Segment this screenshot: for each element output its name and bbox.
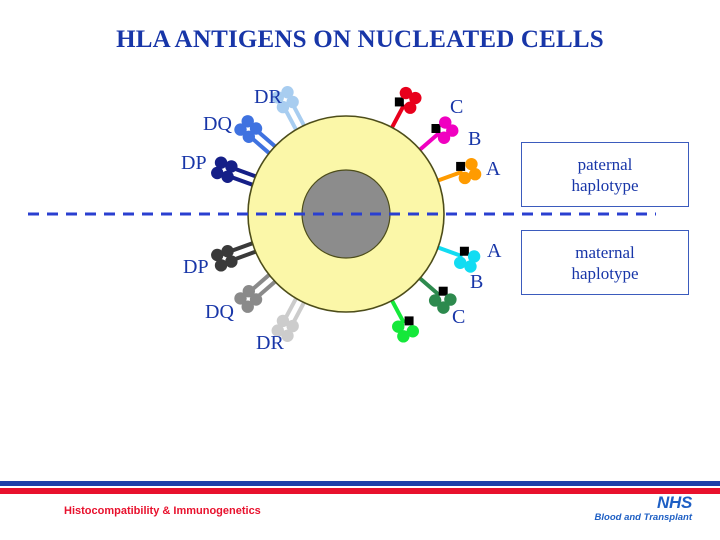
molecule-stem-maternal-class1-c (388, 296, 406, 325)
molecule-domain-maternal-class2-dq-2 (234, 292, 247, 305)
antigen-label-maternal-class1-b: B (470, 271, 484, 293)
hla-molecule-paternal-class2-dq (234, 115, 279, 157)
molecule-domain-paternal-class1-a-3 (465, 157, 478, 171)
legend-paternal-line1: paternal (577, 154, 633, 174)
hla-molecule-maternal-class1-b (416, 274, 457, 314)
antigen-label-maternal-class1-c: C (452, 306, 466, 328)
molecule-domain-paternal-class2-dq-2 (241, 115, 254, 128)
molecule-domain-paternal-class2-dq-3 (242, 130, 256, 143)
molecule-stem-paternal-class1-a (434, 169, 464, 184)
molecule-stem-maternal-class1-a (434, 244, 464, 259)
molecule-domain-paternal-class1-c-3 (399, 86, 413, 100)
hla-molecule-maternal-class1-a (434, 244, 481, 273)
hla-molecule-maternal-class2-dr (271, 294, 308, 342)
footer-bar-blue (0, 481, 720, 486)
hla-molecule-paternal-class2-dr (271, 86, 308, 134)
nhs-logo: NHS Blood and Transplant (594, 493, 693, 524)
molecule-domain-maternal-class1-c-1 (392, 320, 405, 333)
hla-molecule-paternal-class1-b (416, 116, 459, 154)
molecule-domain-paternal-class2-dp-3 (221, 170, 234, 183)
molecule-domain-maternal-class2-dp-2 (211, 248, 224, 262)
molecule-domain-maternal-class1-b-3 (444, 293, 457, 306)
footer-bar-red (0, 488, 720, 494)
antigen-label-maternal-class2-dr: DR (256, 332, 284, 354)
legend-maternal-haplotype: maternal haplotype (521, 230, 689, 295)
molecule-domain-maternal-class2-dr-4 (281, 329, 294, 342)
legend-paternal-line2: haplotype (571, 175, 639, 195)
molecule-domain-paternal-class1-a-1 (458, 171, 472, 185)
molecule-domain-maternal-class1-b-2 (437, 301, 450, 314)
molecule-domain-paternal-class1-c-1 (403, 101, 417, 114)
molecule-domain-maternal-class2-dr-3 (286, 319, 299, 333)
molecule-domain-paternal-class2-dp-4 (211, 166, 224, 180)
molecule-domain-maternal-class1-b-1 (428, 294, 442, 307)
legend-maternal-line1: maternal (575, 242, 635, 262)
molecule-domain-maternal-class1-a-3 (467, 250, 481, 263)
molecule-domain-maternal-class2-dp-1 (221, 245, 234, 258)
molecule-domain-paternal-class2-dq-4 (234, 123, 247, 136)
antigen-label-maternal-class2-dq: DQ (205, 301, 234, 323)
molecule-domain-paternal-class2-dq-1 (249, 122, 263, 135)
molecule-domain-paternal-class1-b-3 (439, 116, 452, 129)
molecule-domain-paternal-class1-b-2 (446, 124, 459, 137)
page-title: HLA ANTIGENS ON NUCLEATED CELLS (116, 26, 604, 53)
molecule-domain-maternal-class2-dp-4 (214, 259, 228, 272)
legend-maternal-line2: haplotype (571, 263, 639, 283)
molecule-domain-paternal-class1-b-1 (437, 131, 451, 144)
antigen-label-paternal-class1-c: C (450, 96, 464, 118)
molecule-stem-paternal-class1-b (416, 131, 441, 154)
hla-molecule-maternal-class2-dp (211, 240, 259, 272)
hla-molecule-paternal-class1-c (388, 86, 422, 132)
nhs-logo-subtitle: Blood and Transplant (594, 512, 692, 523)
molecule-domain-maternal-class2-dq-3 (249, 293, 263, 306)
hla-molecule-paternal-class2-dp (211, 156, 259, 188)
molecule-domain-maternal-class2-dq-4 (241, 300, 254, 313)
molecule-b2m-square-paternal-class1-c (394, 97, 404, 107)
molecule-stem-paternal-class1-c (388, 103, 406, 132)
molecule-domain-maternal-class2-dr-2 (271, 324, 284, 337)
molecule-domain-paternal-class2-dr-3 (276, 100, 290, 114)
nhs-logo-word: NHS (657, 493, 692, 512)
hla-molecule-maternal-class1-c (388, 296, 420, 343)
molecule-domain-paternal-class1-a-2 (468, 168, 482, 181)
molecule-domain-maternal-class2-dq-1 (242, 285, 256, 298)
molecule-domain-paternal-class2-dp-2 (214, 156, 228, 169)
hla-cell-diagram (28, 86, 656, 343)
molecule-b2m-square-maternal-class1-a (459, 246, 469, 256)
molecule-domain-maternal-class1-a-2 (464, 260, 477, 273)
molecule-domain-maternal-class1-c-3 (406, 325, 420, 338)
molecule-domain-paternal-class1-c-2 (409, 91, 422, 105)
molecule-domain-maternal-class2-dr-1 (276, 314, 290, 328)
molecule-domain-paternal-class2-dr-4 (271, 91, 284, 104)
antigen-label-maternal-class2-dp: DP (183, 256, 209, 278)
legend-paternal-haplotype: paternal haplotype (521, 142, 689, 207)
antigen-label-paternal-class1-b: B (468, 128, 482, 150)
molecule-domain-maternal-class1-a-1 (454, 256, 467, 269)
molecule-stem-maternal-class1-b (416, 274, 441, 297)
molecule-b2m-square-paternal-class1-a (456, 161, 466, 171)
footer-organisation: Histocompatibility & Immunogenetics (64, 505, 261, 517)
molecule-b2m-square-maternal-class1-b (438, 286, 448, 296)
molecule-layer (211, 86, 482, 343)
molecule-domain-maternal-class2-dp-3 (225, 255, 238, 268)
antigen-label-paternal-class2-dp: DP (181, 152, 207, 174)
hla-molecule-maternal-class2-dq (234, 271, 279, 313)
molecule-b2m-square-paternal-class1-b (431, 123, 441, 133)
antigen-label-paternal-class2-dq: DQ (203, 113, 232, 135)
antigen-label-paternal-class1-a: A (486, 158, 501, 180)
hla-molecule-paternal-class1-a (434, 157, 482, 185)
molecule-domain-paternal-class2-dr-2 (281, 86, 294, 99)
molecule-domain-maternal-class1-c-2 (397, 330, 410, 343)
antigen-label-paternal-class2-dr: DR (254, 86, 282, 108)
molecule-domain-paternal-class2-dp-1 (225, 160, 238, 173)
antigen-label-maternal-class1-a: A (487, 240, 502, 262)
molecule-domain-paternal-class2-dr-1 (286, 95, 299, 109)
molecule-b2m-square-maternal-class1-c (404, 316, 414, 326)
footer-bar-white (0, 486, 720, 488)
